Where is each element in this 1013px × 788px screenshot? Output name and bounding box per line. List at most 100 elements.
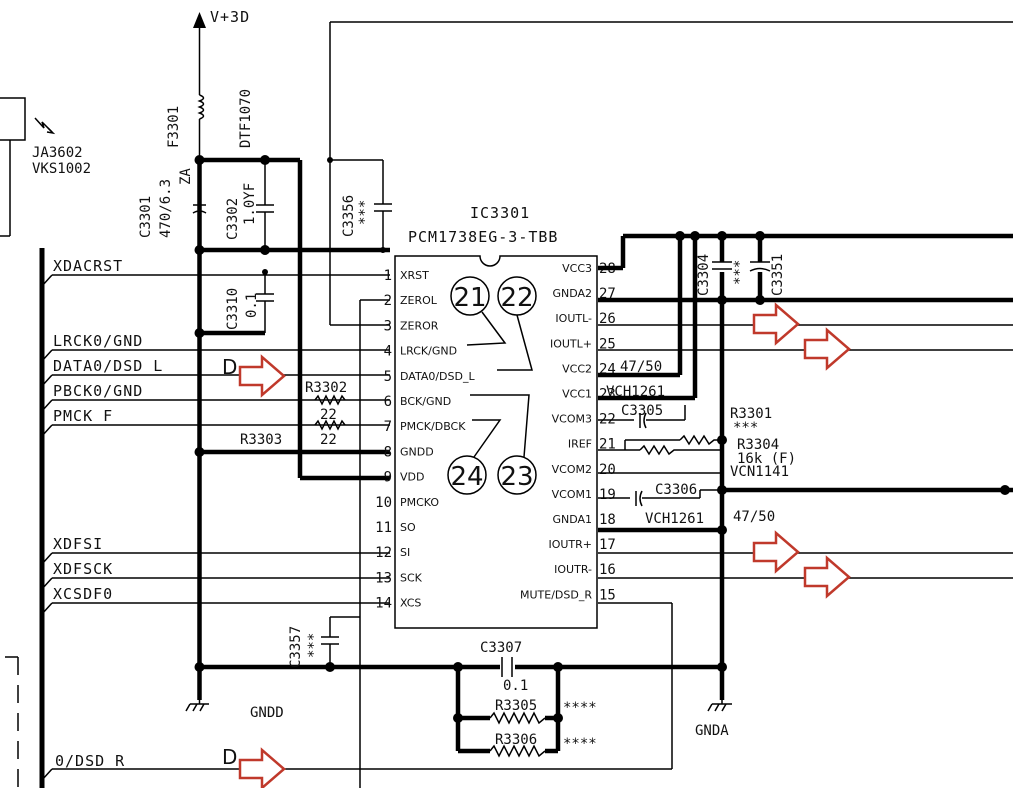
pin-number: 7 xyxy=(384,419,392,435)
svg-text:23: 23 xyxy=(500,462,533,492)
pin-number: 12 xyxy=(375,545,392,561)
pin-name: VCC2 xyxy=(562,362,592,375)
pin-name: VCOM3 xyxy=(552,413,592,426)
capacitor-c3306: C3306 VCH1261 47/50 xyxy=(598,482,775,527)
svg-text:D: D xyxy=(222,745,237,769)
svg-text:22: 22 xyxy=(500,283,533,313)
capacitor-c3302: C3302 1.0YF xyxy=(225,160,274,250)
c3307-network: C3307 0.1 R3305 **** R3306 **** xyxy=(453,640,597,758)
pin-number: 3 xyxy=(384,318,392,334)
pin-name: GNDD xyxy=(400,445,434,458)
ferrite-part: DTF1070 xyxy=(238,89,254,148)
svg-text:C3305: C3305 xyxy=(621,403,663,419)
svg-text:***: *** xyxy=(733,420,758,436)
svg-text:R3303: R3303 xyxy=(240,432,282,448)
svg-text:****: **** xyxy=(563,700,597,716)
pin-name: VCC1 xyxy=(562,388,592,401)
zeror-wire xyxy=(329,21,1013,326)
svg-text:VCH1261: VCH1261 xyxy=(645,511,704,527)
d-arrow-top: D xyxy=(222,354,286,398)
c3302-value: 1.0YF xyxy=(242,183,258,225)
c3301-value: 470/6.3 xyxy=(158,179,174,238)
svg-text:DATA0/DSD L: DATA0/DSD L xyxy=(53,357,163,375)
svg-text:D: D xyxy=(222,355,237,379)
pin-number: 16 xyxy=(599,562,616,578)
svg-text:0.1: 0.1 xyxy=(503,678,528,694)
svg-text:PCM1738EG-3-TBB: PCM1738EG-3-TBB xyxy=(408,228,558,246)
svg-text:PMCK F: PMCK F xyxy=(53,407,113,425)
capacitor-c3304: C3304 *** xyxy=(696,254,748,296)
analog-rails xyxy=(598,231,1013,700)
svg-text:R3304: R3304 xyxy=(737,437,779,453)
svg-text:VCH1261: VCH1261 xyxy=(606,384,665,400)
pin-name: GNDA1 xyxy=(552,513,592,526)
svg-text:C3307: C3307 xyxy=(480,640,522,656)
svg-text:XDFSI: XDFSI xyxy=(53,535,103,553)
signal-pbck: PBCK0/GND xyxy=(41,382,390,412)
resistor-r3303: R3303 22 xyxy=(240,419,346,448)
jack-symbol: JA3602 VKS1002 xyxy=(0,97,91,237)
svg-text:16k (F): 16k (F) xyxy=(737,451,796,467)
pin-marker-22: 22 xyxy=(497,276,537,371)
pin-name: MUTE/DSD_R xyxy=(520,588,592,601)
pin-name: BCK/GND xyxy=(400,395,451,408)
dashed-bracket xyxy=(5,656,19,788)
c3301-sub: ZA xyxy=(178,168,194,185)
pin-name: VCOM1 xyxy=(552,488,592,501)
pin-number: 11 xyxy=(375,520,392,536)
output-arrow-r-plus xyxy=(752,530,800,574)
ground-gnda: GNDA xyxy=(695,700,732,739)
pin-number: 4 xyxy=(384,344,392,360)
c3302-ref: C3302 xyxy=(225,198,241,240)
mute-wire xyxy=(360,602,673,770)
svg-text:C3306: C3306 xyxy=(655,482,697,498)
svg-text:PBCK0/GND: PBCK0/GND xyxy=(53,382,143,400)
output-arrow-l-plus xyxy=(803,327,851,371)
signal-pmck: PMCK F xyxy=(41,407,390,437)
pin-name: IOUTL+ xyxy=(550,337,592,350)
pin-number: 25 xyxy=(599,336,616,352)
svg-text:****: **** xyxy=(563,736,597,752)
c3310-value: 0.1 xyxy=(244,293,260,318)
zerol-wire xyxy=(359,299,390,788)
capacitor-c3357: C3357 *** xyxy=(288,616,360,672)
svg-text:R3302: R3302 xyxy=(305,380,347,396)
pin-name: PMCK/DBCK xyxy=(400,420,466,433)
pin-number: 15 xyxy=(599,587,616,603)
svg-text:IC3301: IC3301 xyxy=(470,204,530,222)
jack-ref: JA3602 xyxy=(32,145,83,161)
signal-lrck: LRCK0/GND xyxy=(41,332,390,362)
svg-text:***: *** xyxy=(306,633,322,658)
pin-number: 18 xyxy=(599,512,616,528)
pin-number: 9 xyxy=(384,470,392,486)
ground-gndd: GNDD xyxy=(185,700,284,721)
capacitor-c3310: C3310 0.1 xyxy=(225,269,274,333)
pin-name: SO xyxy=(400,521,416,534)
svg-text:VCN1141: VCN1141 xyxy=(730,464,789,480)
capacitor-c3356: C3356 *** xyxy=(327,157,392,253)
resistor-r3304: R3304 16k (F) VCN1141 xyxy=(625,437,796,480)
c3301-ref: C3301 xyxy=(138,196,154,238)
svg-text:GNDD: GNDD xyxy=(250,705,284,721)
pin-name: DATA0/DSD_L xyxy=(400,370,475,383)
svg-text:LRCK0/GND: LRCK0/GND xyxy=(53,332,143,350)
signal-xdfsck: XDFSCK xyxy=(41,560,390,590)
pin-name: XRST xyxy=(400,269,429,282)
svg-text:21: 21 xyxy=(453,283,486,313)
pin-name: XCS xyxy=(400,597,421,610)
output-arrow-r-minus xyxy=(803,555,851,599)
pin-number: 17 xyxy=(599,537,616,553)
pin-number: 5 xyxy=(384,369,392,385)
pin-marker-23: 23 xyxy=(470,394,537,495)
ferrite-bead: F3301 DTF1070 xyxy=(166,89,254,160)
c3310-ref: C3310 xyxy=(225,288,241,330)
pin-number: 26 xyxy=(599,311,616,327)
svg-text:R3305: R3305 xyxy=(495,698,537,714)
pin-number: 6 xyxy=(384,394,392,410)
svg-text:22: 22 xyxy=(320,432,337,448)
svg-text:XCSDF0: XCSDF0 xyxy=(53,585,113,603)
ic-pins-right: 28VCC327GNDA226IOUTL-25IOUTL+24VCC223VCC… xyxy=(520,261,616,603)
svg-text:R3306: R3306 xyxy=(495,732,537,748)
pin-number: 20 xyxy=(599,462,616,478)
